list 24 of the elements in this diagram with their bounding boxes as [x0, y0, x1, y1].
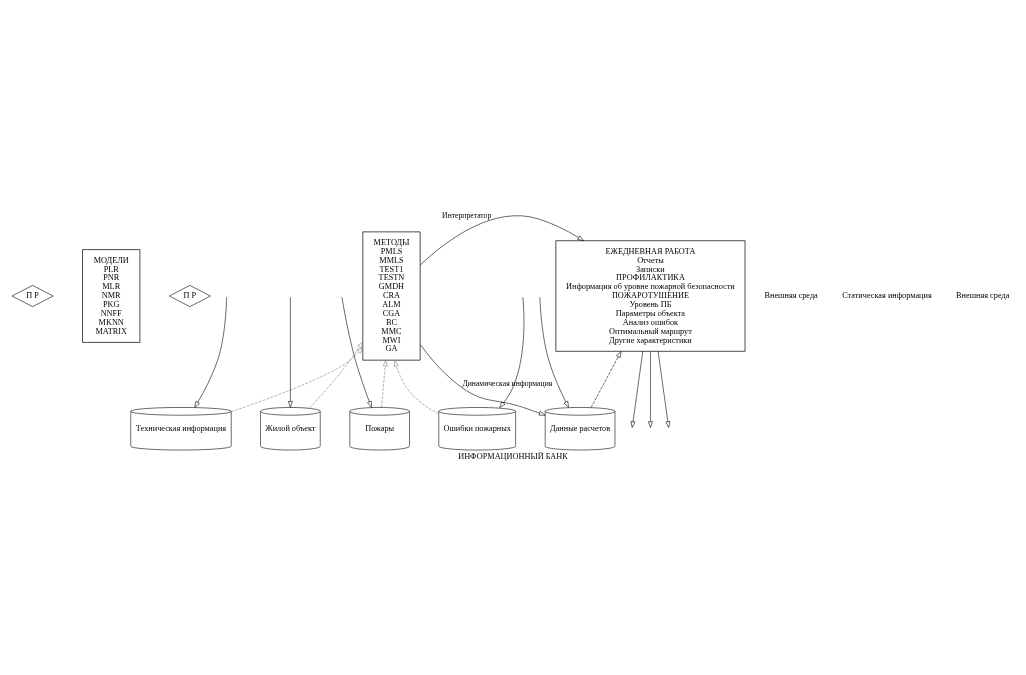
label: Внешняя среда	[764, 291, 818, 301]
node-box: МЕТОДЫ PMLS MMLS TEST1 TESTN GMDH CRA ALM CGA BC MMC MWI GA	[362, 231, 421, 361]
arrow	[309, 341, 364, 409]
arrow	[194, 296, 227, 408]
arrow	[419, 215, 585, 266]
arrow	[394, 360, 439, 415]
arrow	[499, 296, 525, 408]
label: Статическая информация	[842, 291, 932, 301]
arrow	[419, 344, 546, 416]
arrow	[231, 347, 363, 412]
node-diamond: П Р	[168, 285, 211, 307]
arrow	[630, 351, 644, 428]
node-diamond: П Р	[11, 285, 54, 307]
arrow	[341, 296, 372, 408]
caption: ИНФОРМАЦИОННЫЙ БАНК	[458, 452, 568, 462]
arrow	[539, 296, 569, 408]
node-box: ЕЖЕДНЕВНАЯ РАБОТА Отчеты Записки ПРОФИЛАКТИКА Информация об уровне пожарной безопасности ПОЖАРОТУШЕНИЕ Уровень ПБ Параметры объекта Анализ ошибок Оптимальный маршрут Другие характеристики	[555, 240, 746, 352]
label: Внешняя среда	[956, 291, 1010, 301]
node-box: МОДЕЛИ PLR PNR MLR NMR PKG NNFF MKNN MATRIX	[82, 249, 141, 343]
arrow	[648, 351, 653, 428]
arrow	[381, 359, 388, 408]
arrow	[590, 351, 622, 408]
arrow	[288, 296, 293, 408]
arrow	[657, 351, 671, 428]
